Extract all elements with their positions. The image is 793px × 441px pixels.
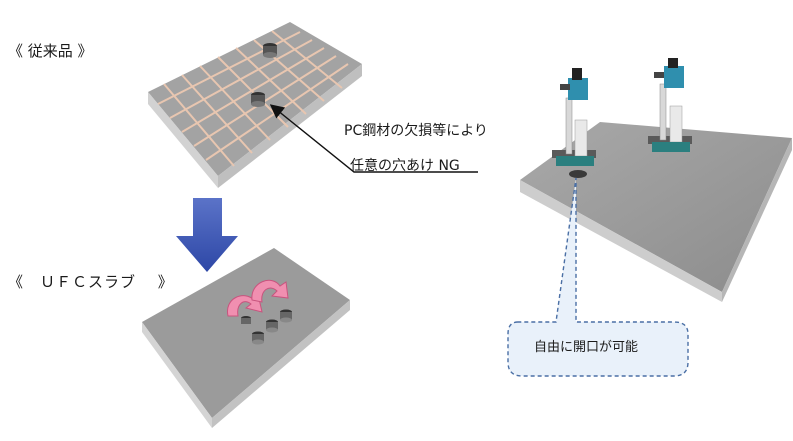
label-ufc-slab: 《 ＵＦＣスラブ 》: [8, 273, 174, 291]
hole-icon: [241, 316, 251, 324]
hole-icon: [266, 319, 278, 333]
leader-line: [269, 104, 478, 173]
opening-hole: [569, 170, 587, 178]
hole-icon: [263, 43, 277, 58]
conventional-slab: [148, 22, 362, 188]
callout-bubble: [507, 177, 689, 377]
core-drill-icon: [648, 58, 692, 152]
rotate-arrow-icon: [227, 279, 289, 317]
hole-icon: [251, 92, 265, 107]
down-arrow-icon: [176, 198, 238, 272]
label-conventional: 《 従来品 》: [8, 42, 93, 60]
label-pc-damage-line2: 任意の穴あけ NG: [350, 158, 460, 174]
label-pc-damage-line1: PC鋼材の欠損等により: [344, 123, 488, 139]
hole-icon: [280, 309, 292, 323]
core-drill-icon: [552, 68, 596, 166]
label-free-opening: 自由に開口が可能: [534, 340, 639, 355]
ufc-slab: [142, 248, 350, 428]
hole-icon: [252, 331, 264, 345]
